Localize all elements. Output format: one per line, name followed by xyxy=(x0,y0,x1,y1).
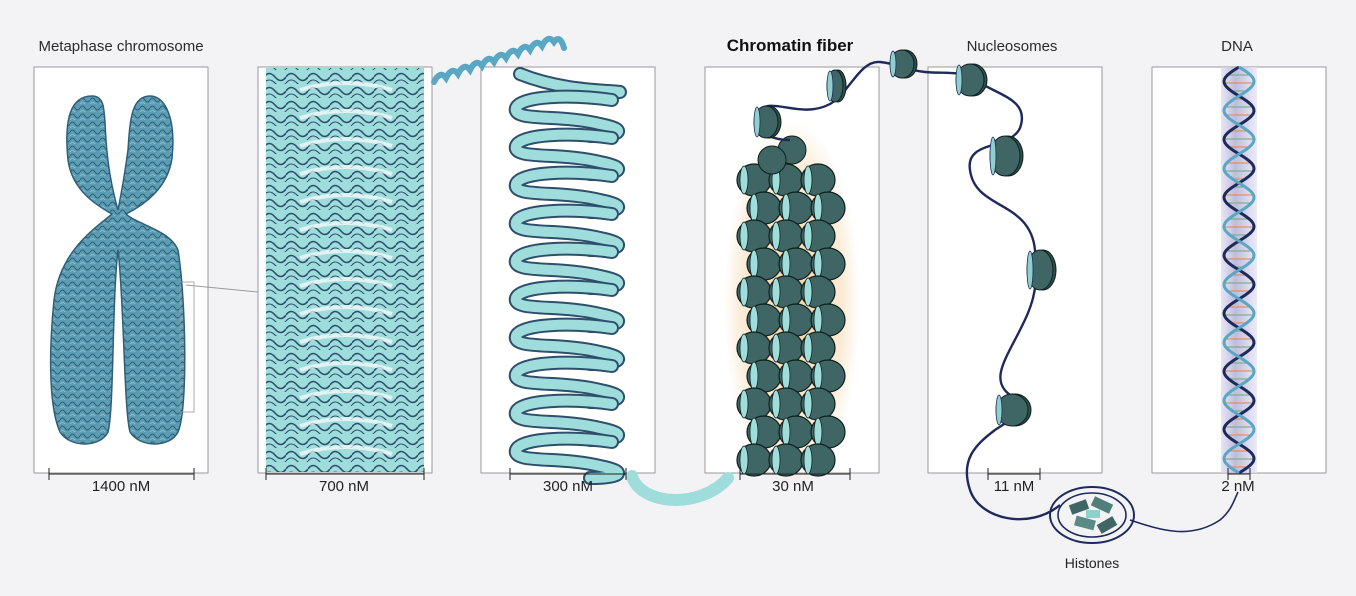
scale-label-11: 11 nM xyxy=(993,478,1035,495)
nucleosome-discs xyxy=(753,49,1057,427)
label-dna: DNA xyxy=(1221,38,1253,55)
scale-label-1400: 1400 nM xyxy=(91,478,151,495)
label-chromatin-fiber: Chromatin fiber xyxy=(726,36,854,55)
label-metaphase-chromosome: Metaphase chromosome xyxy=(38,38,204,55)
scale-label-700: 700 nM xyxy=(318,478,370,495)
dna-double-helix xyxy=(1221,65,1257,475)
label-histones: Histones xyxy=(1064,555,1120,571)
histone-octamer xyxy=(1049,486,1135,544)
label-nucleosomes: Nucleosomes xyxy=(966,38,1058,55)
fiber-connector-bottom xyxy=(626,470,734,506)
scale-bars xyxy=(48,468,1251,480)
looped-fiber-700nm xyxy=(266,68,424,472)
zigzag-fiber-300nm xyxy=(508,67,627,485)
scale-label-2: 2 nM xyxy=(1221,478,1255,495)
chromosome-shape xyxy=(49,95,259,445)
linker-dna-tail xyxy=(1129,491,1239,533)
scale-label-300: 300 nM xyxy=(542,478,594,495)
coil-connector-top xyxy=(431,35,567,85)
chromatin-fiber-30nm xyxy=(724,120,860,490)
scale-label-30: 30 nM xyxy=(772,478,814,495)
